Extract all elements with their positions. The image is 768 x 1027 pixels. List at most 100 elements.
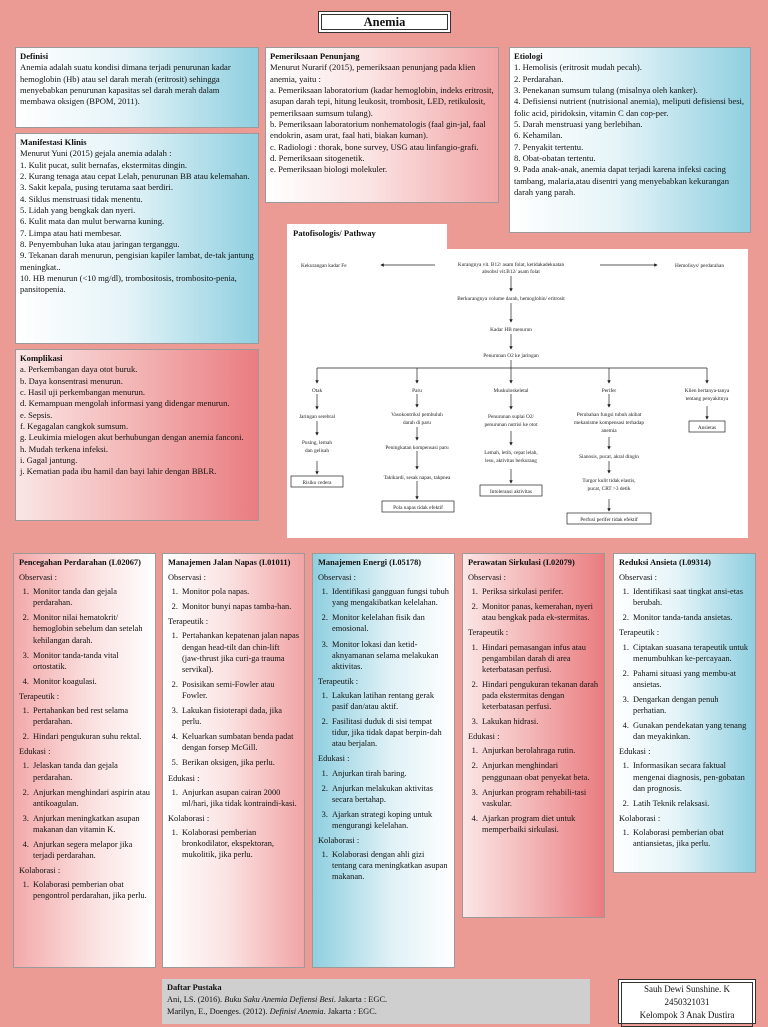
section-label: Edukasi : bbox=[19, 747, 51, 757]
pathway-heading: Patofisologis/ Pathway bbox=[287, 224, 447, 249]
etiologi-item: 7. Penyakit tertentu. bbox=[514, 141, 584, 152]
intervention-item: Kolaborasi dengan ahli gizi tentang cara… bbox=[330, 849, 449, 882]
section-list: Pertahankan bed rest selama perdarahan.H… bbox=[19, 705, 150, 742]
node-o2: Penurunan O2 ke jaringan bbox=[483, 353, 539, 359]
paru-a1: Vasokontriksi pembuluh bbox=[391, 412, 443, 418]
section-list: Kolaborasi dengan ahli gizi tentang cara… bbox=[318, 849, 449, 882]
column-manajemen-energi: Manajemen Energi (I.05178)Observasi :Ide… bbox=[312, 553, 455, 968]
page-title: Anemia bbox=[318, 11, 451, 33]
section-list: Pertahankan kepatenan jalan napas dengan… bbox=[168, 630, 299, 768]
branch-musk: Muskuloskeletal bbox=[493, 388, 529, 394]
musk-a1: Penurunan suplai O2/ bbox=[488, 414, 534, 420]
intervention-item: Kolaborasi pemberian bronkodilator, eksp… bbox=[180, 827, 299, 860]
column-heading: Reduksi Ansieta (I.09314) bbox=[619, 558, 711, 567]
section-list: Jelaskan tanda dan gejala perdarahan.Anj… bbox=[19, 760, 150, 861]
intervention-item: Pahami situasi yang membu-at ansietas. bbox=[631, 668, 750, 690]
intervention-item: Anjurkan melakukan aktivitas secara bert… bbox=[330, 783, 449, 805]
intervention-item: Monitor panas, kemerahan, nyeri atau ben… bbox=[480, 601, 599, 623]
pemeriksaan-item: c. Radiologi : thorak, bone survey, USG … bbox=[270, 141, 479, 152]
dx-ansietas: Ansietas bbox=[698, 425, 716, 431]
reference-item: Marilyn, E., Doenges. (2012). Definisi A… bbox=[167, 1006, 585, 1018]
manifestasi-box: Manifestasi Klinis Menurut Yuni (2015) g… bbox=[15, 133, 259, 344]
branch-paru: Paru bbox=[412, 388, 422, 394]
branch-klien-1: Klien bertanya-tanya bbox=[685, 388, 730, 394]
pemeriksaan-item: d. Pemeriksaan sitogenetik. bbox=[270, 153, 365, 164]
section-label: Edukasi : bbox=[318, 754, 350, 764]
node-kurang-vit-2: absobsi vit.B12/ asam folat bbox=[482, 268, 540, 275]
perifer-b: Sianosis, pucat, akral dingin bbox=[579, 454, 639, 460]
section-list: Monitor tanda dan gejala perdarahan. Moni… bbox=[19, 586, 150, 687]
pathway-connectors bbox=[315, 263, 709, 512]
otak-b2: dan gelisah bbox=[305, 448, 329, 454]
komplikasi-item: h. Mudah terkena infeksi. bbox=[20, 443, 109, 454]
manifestasi-heading: Manifestasi Klinis bbox=[20, 137, 87, 147]
node-kurang-vit-1: Kurangnya vit. B12/ asam folat, ketidaka… bbox=[458, 261, 565, 268]
section-label: Kolaborasi : bbox=[318, 835, 360, 845]
intervention-item: Identifikasi saat tingkat ansi-etas beru… bbox=[631, 586, 750, 608]
intervention-item: Monitor koagulasi. bbox=[31, 676, 150, 687]
komplikasi-item: e. Sepsis. bbox=[20, 409, 53, 420]
intervention-item: Kolaborasi pemberian obat antiansietas, … bbox=[631, 827, 750, 849]
manifestasi-item: 9. Tekanan darah menurun, pengisian kapi… bbox=[20, 250, 254, 272]
definisi-heading: Definisi bbox=[20, 51, 49, 61]
dx-ansietas-box bbox=[688, 420, 726, 433]
section-list: Kolaborasi pemberian obat pengontrol per… bbox=[19, 879, 150, 901]
section-list: Anjurkan tirah baring.Anjurkan melakukan… bbox=[318, 768, 449, 831]
column-perawatan-sirkulasi: Perawatan Sirkulasi (I.02079)Observasi :… bbox=[462, 553, 605, 918]
pemeriksaan-item: b. Pemeriksaan laboratorium nonhematolog… bbox=[270, 119, 486, 141]
komplikasi-item: b. Daya konsentrasi menurun. bbox=[20, 375, 123, 386]
dx-pola-napas: Pola napas tidak efektif bbox=[393, 504, 443, 511]
musk-b1: Lemah, letih, cepat lelah, bbox=[484, 450, 538, 456]
manifestasi-item: 7. Limpa atau hati membesar. bbox=[20, 227, 122, 238]
intervention-item: Posisikan semi-Fowler atau Fowler. bbox=[180, 679, 299, 701]
pathway-svg: Kekurangan kadar Fe Kurangnya vit. B12/ … bbox=[290, 261, 730, 525]
column-heading: Manajemen Energi (I.05178) bbox=[318, 558, 422, 567]
intervention-item: Ajarkan strategi koping untuk mengurangi… bbox=[330, 809, 449, 831]
section-list: Kolaborasi pemberian bronkodilator, eksp… bbox=[168, 827, 299, 860]
dx-intoleransi: Intoleransi aktivitas bbox=[490, 489, 532, 495]
paru-a2: darah di paru bbox=[403, 420, 431, 426]
reference-author: Ani, LS. (2016). bbox=[167, 995, 225, 1005]
komplikasi-box: Komplikasi a. Perkembangan daya otot bur… bbox=[15, 349, 259, 521]
intervention-item: Periksa sirkulasi perifer. bbox=[480, 586, 599, 597]
intervention-item: Latih Teknik relaksasi. bbox=[631, 798, 750, 809]
manifestasi-item: 8. Penyembuhan luka atau jaringan tergan… bbox=[20, 239, 180, 250]
intervention-item: Informasikan secara faktual mengenai dia… bbox=[631, 760, 750, 793]
section-list: Anjurkan asupan cairan 2000 ml/hari, jik… bbox=[168, 787, 299, 809]
intervention-item: Monitor tanda dan gejala perdarahan. bbox=[31, 586, 150, 608]
references-box: Daftar Pustaka Ani, LS. (2016). Buku Sak… bbox=[162, 979, 590, 1024]
dx-perfusi-box bbox=[566, 512, 652, 525]
etiologi-item: 6. Kehamilan. bbox=[514, 130, 563, 141]
intervention-item: Monitor kelelahan fisik dan emosional. bbox=[330, 612, 449, 634]
intervention-item: Monitor nilai hematokrit/ hemoglobin seb… bbox=[31, 612, 150, 645]
author-box: Sauh Dewi Sunshine. K 2450321031 Kelompo… bbox=[618, 979, 756, 1027]
section-label: Observasi : bbox=[318, 573, 356, 583]
komplikasi-item: i. Gagal jantung. bbox=[20, 455, 78, 466]
section-label: Kolaborasi : bbox=[619, 813, 661, 823]
column-manajemen-jalan-napas: Manajemen Jalan Napas (I.01011)Observasi… bbox=[162, 553, 305, 968]
etiologi-box: Etiologi 1. Hemolisis (eritrosit mudah p… bbox=[509, 47, 751, 233]
node-kekurangan-fe: Kekurangan kadar Fe bbox=[301, 263, 347, 269]
intervention-item: Anjurkan menghindari aspirin atau antiko… bbox=[31, 787, 150, 809]
pemeriksaan-intro: Menurut Nurarif (2015), pemeriksaan penu… bbox=[270, 62, 476, 84]
perifer-c2: pucat, CRT >3 detik bbox=[588, 486, 631, 492]
intervention-item: Lakukan fisioterapi dada, jika perlu. bbox=[180, 705, 299, 727]
reference-title: Buku Saku Anemia Defiensi Besi bbox=[224, 995, 334, 1005]
perifer-a3: anemia bbox=[601, 428, 617, 434]
dx-pola-napas-box bbox=[381, 500, 455, 513]
section-list: Ciptakan suasana terapeutik untuk menumb… bbox=[619, 642, 750, 743]
intervention-item: Monitor pola napas. bbox=[180, 586, 299, 597]
intervention-item: Monitor bunyi napas tamba-han. bbox=[180, 601, 299, 612]
intervention-item: Hindari pengukuran tekanan darah pada ek… bbox=[480, 679, 599, 712]
section-label: Terapeutik : bbox=[168, 617, 209, 627]
intervention-item: Kolaborasi pemberian obat pengontrol per… bbox=[31, 879, 150, 901]
reference-author: Marilyn, E., Doenges. (2012). bbox=[167, 1007, 270, 1017]
section-label: Terapeutik : bbox=[468, 628, 509, 638]
intervention-item: Hindari pengukuran suhu rektal. bbox=[31, 731, 150, 742]
komplikasi-item: g. Leukimia mielogen akut berhubungan de… bbox=[20, 432, 244, 443]
intervention-item: Ciptakan suasana terapeutik untuk menumb… bbox=[631, 642, 750, 664]
dx-intoleransi-box bbox=[479, 484, 543, 497]
intervention-item: Hindari pemasangan infus atau pengambila… bbox=[480, 642, 599, 675]
manifestasi-item: 5. Lidah yang bengkak dan nyeri. bbox=[20, 205, 136, 216]
etiologi-item: 9. Pada anak-anak, anemia dapat terjadi … bbox=[514, 164, 729, 198]
